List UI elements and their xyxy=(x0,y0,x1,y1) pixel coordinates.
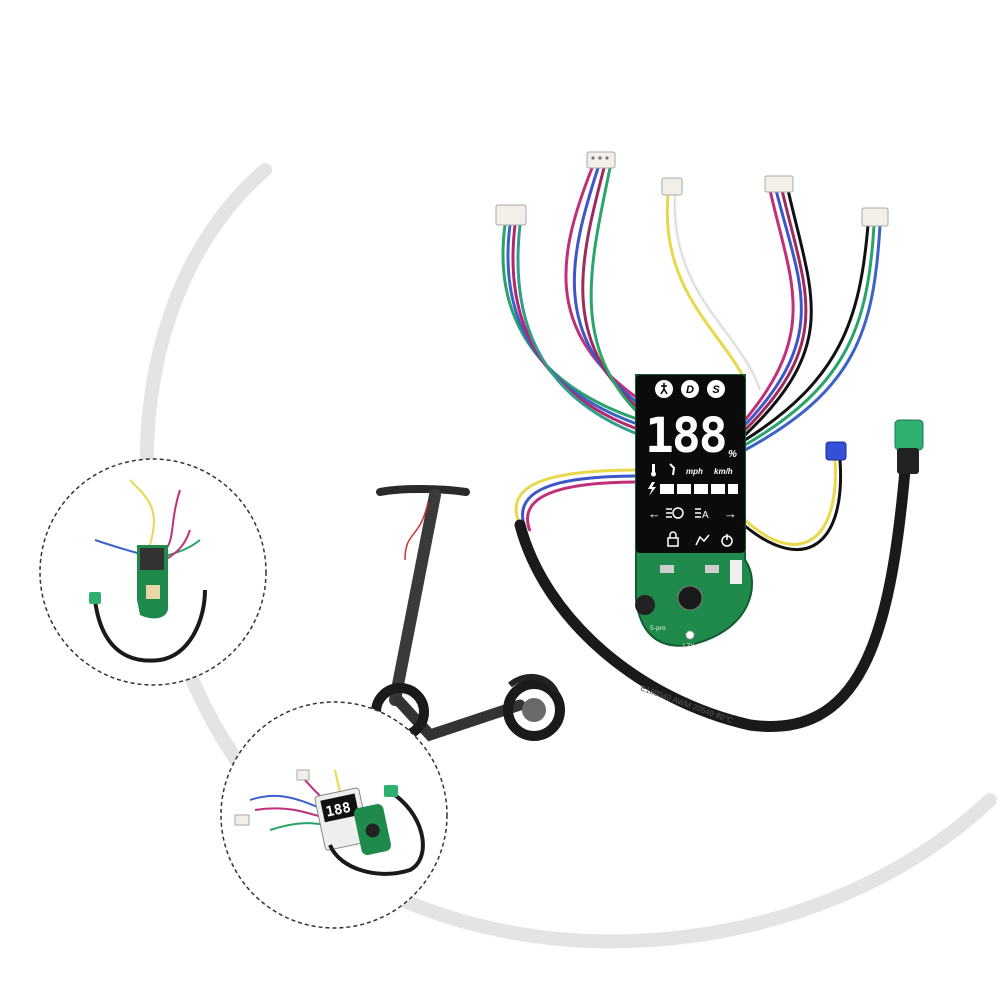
pcb-button xyxy=(677,585,703,611)
wrench-icon xyxy=(669,463,676,476)
wire-bundle-right xyxy=(744,224,882,452)
connector-right xyxy=(861,207,889,227)
wire-bundle-top-left xyxy=(564,167,642,417)
mph-label: mph xyxy=(686,467,703,476)
thermometer-icon xyxy=(651,464,656,477)
wire-bundle-top-right xyxy=(743,189,813,437)
right-arrow-icon: → xyxy=(724,506,737,521)
left-arrow-icon: ← xyxy=(648,506,661,521)
auto-headlight-icon: A xyxy=(695,508,709,521)
scooter-handlebar xyxy=(376,485,470,496)
pcb-component xyxy=(660,565,674,573)
mode-s-label: S xyxy=(712,384,720,396)
cruise-icon xyxy=(695,534,710,546)
wire-bundle-lower-left xyxy=(514,468,641,532)
wire-yellow-right xyxy=(743,459,843,552)
pcb-buzzer xyxy=(635,595,655,615)
display-panel xyxy=(636,375,745,553)
battery-bar xyxy=(648,482,738,496)
cable-print-text: E188540 AWM 20549 80°C xyxy=(639,683,734,725)
svg-text:A: A xyxy=(702,510,709,521)
inset-thumbnail-bottom: 188 xyxy=(220,701,448,929)
pcb-connector-socket xyxy=(730,560,742,584)
scooter-stem xyxy=(389,489,441,706)
main-dashboard-assembly: E188540 AWM 20549 80°C D S 188 % mph km/… xyxy=(495,151,924,732)
inset-thumbnail-top xyxy=(39,458,267,686)
pcb-silk-left: 5-pro xyxy=(650,625,666,632)
svg-text:188: 188 xyxy=(324,800,352,821)
mode-d-label: D xyxy=(686,384,694,396)
main-cable xyxy=(514,464,911,732)
mode-s-icon xyxy=(707,380,725,398)
pcb-component xyxy=(705,565,719,573)
power-icon xyxy=(721,534,733,547)
scooter-rear-wheel xyxy=(503,679,565,741)
lightning-icon xyxy=(648,482,656,496)
connector-green-plug xyxy=(894,419,924,474)
speed-digits: 188 xyxy=(645,408,726,464)
connector-top-right xyxy=(764,175,794,193)
wire-yellow-white xyxy=(665,194,762,391)
connector-top-middle xyxy=(661,177,683,196)
scooter-deck xyxy=(392,694,526,742)
wire-bundle-left xyxy=(501,224,641,437)
connector-top-left xyxy=(586,151,616,169)
scooter xyxy=(371,485,565,742)
mode-d-icon xyxy=(681,380,699,398)
pcb-mount-hole xyxy=(685,630,695,640)
connector-left xyxy=(495,204,527,226)
connector-blue xyxy=(825,441,847,461)
lock-icon xyxy=(667,531,679,547)
headlight-icon xyxy=(666,507,684,519)
kmh-label: km/h xyxy=(714,467,733,476)
percent-label: % xyxy=(728,449,737,460)
pcb-silk-right: LZY xyxy=(683,643,694,650)
scooter-fender xyxy=(508,674,559,694)
